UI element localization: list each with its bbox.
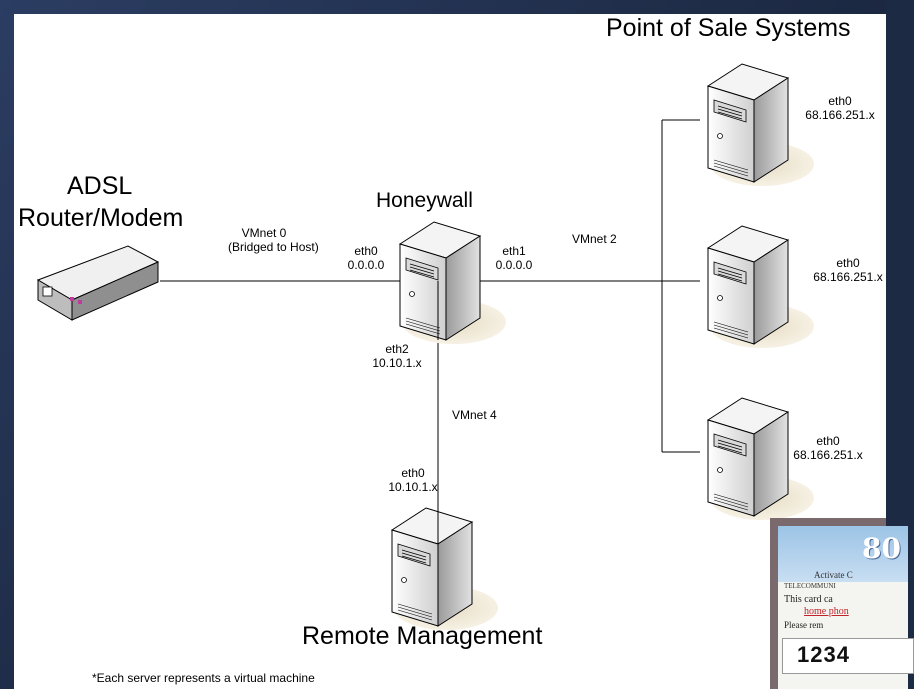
pos2-eth0-label: eth0 68.166.251.x (810, 256, 886, 284)
iface-name: eth0 (401, 466, 425, 480)
honeywall-label: Honeywall (376, 189, 473, 212)
remote-management-server-icon (391, 507, 499, 631)
phone-card-pin: 1234 (797, 642, 850, 667)
vmnet0-name: VMnet 0 (241, 226, 287, 240)
phone-card-face: 80 Activate C TELECOMMUNI This card ca h… (778, 526, 914, 689)
pos-server-1-icon (707, 63, 815, 187)
phone-card-text: Please rem (784, 620, 824, 630)
iface-name: eth1 (502, 244, 526, 258)
iface-name: eth0 (836, 256, 860, 270)
remote-eth0-label: eth0 10.10.1.x (384, 466, 442, 494)
pos-server-2-icon (707, 225, 815, 349)
iface-ip: 68.166.251.x (813, 270, 883, 284)
iface-name: eth0 (828, 94, 852, 108)
vmnet0-label: VMnet 0 (Bridged to Host) (228, 226, 319, 254)
vmnet4-label: VMnet 4 (452, 408, 497, 422)
phone-card-header (778, 526, 908, 582)
adsl-label: ADSL (67, 172, 133, 200)
iface-name: eth2 (385, 342, 409, 356)
vmnet0-sub: (Bridged to Host) (228, 240, 319, 254)
iface-name: eth0 (816, 434, 840, 448)
honeywall-eth0-label: eth0 0.0.0.0 (346, 244, 386, 272)
remote-management-label: Remote Management (302, 622, 543, 650)
honeywall-eth1-label: eth1 0.0.0.0 (494, 244, 534, 272)
phone-card-number: 80 (862, 532, 901, 565)
phone-card-pin-box: 1234 (782, 638, 914, 674)
iface-name: eth0 (354, 244, 378, 258)
diagram-title: Point of Sale Systems (606, 14, 851, 42)
vmnet2-label: VMnet 2 (572, 232, 617, 246)
iface-ip: 10.10.1.x (388, 480, 438, 494)
phone-card-image: 80 Activate C TELECOMMUNI This card ca h… (770, 518, 914, 689)
phone-card-text: This card ca (784, 594, 833, 605)
iface-ip: 10.10.1.x (372, 356, 422, 370)
phone-card-text: TELECOMMUNI (784, 582, 836, 590)
iface-ip: 68.166.251.x (805, 108, 875, 122)
footnote: *Each server represents a virtual machin… (92, 671, 315, 685)
adsl-modem-icon (36, 245, 160, 321)
iface-ip: 68.166.251.x (793, 448, 863, 462)
iface-ip: 0.0.0.0 (495, 258, 533, 272)
honeywall-server-icon (399, 221, 507, 345)
phone-card-text: Activate C (814, 570, 853, 580)
router-modem-label: Router/Modem (18, 204, 184, 232)
pos3-eth0-label: eth0 68.166.251.x (790, 434, 866, 462)
phone-card-text: home phon (804, 606, 849, 617)
network-diagram (36, 63, 815, 631)
iface-ip: 0.0.0.0 (347, 258, 385, 272)
pos1-eth0-label: eth0 68.166.251.x (802, 94, 878, 122)
honeywall-eth2-label: eth2 10.10.1.x (364, 342, 430, 370)
